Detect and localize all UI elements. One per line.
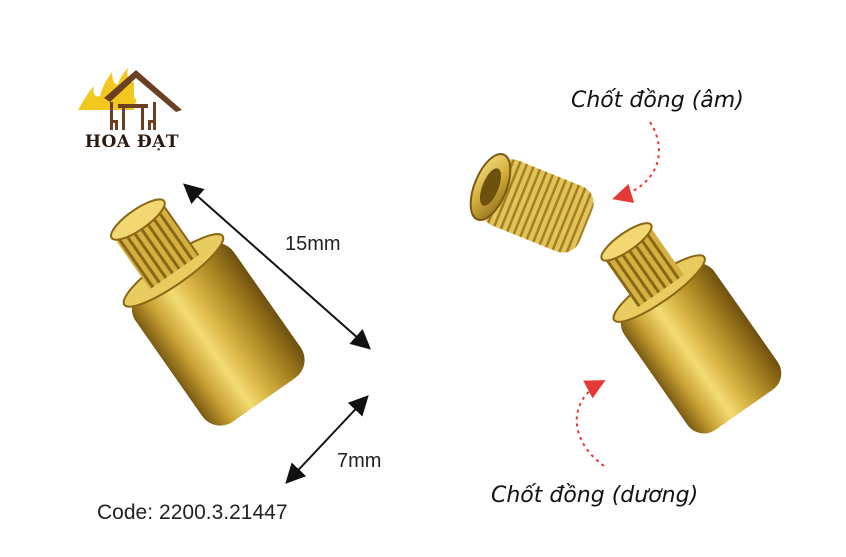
female-pin-label: Chốt đồng (âm) xyxy=(571,88,744,113)
product-code-label: Code: xyxy=(97,501,154,524)
brass-nut-female xyxy=(469,153,594,253)
male-callout-arrow xyxy=(575,380,606,467)
brass-pin-left xyxy=(110,198,305,426)
brass-pin-male xyxy=(600,222,782,434)
logo-brand-text: HOA ĐẠT xyxy=(84,132,180,152)
diameter-label: 7mm xyxy=(337,450,382,472)
length-dimension-line xyxy=(183,183,371,350)
product-code-value: 2200.3.21447 xyxy=(159,501,288,524)
house-chair-logo-icon xyxy=(78,68,182,130)
diameter-dimension-line xyxy=(285,395,369,484)
length-label: 15mm xyxy=(285,233,341,255)
male-pin-label: Chốt đồng (dương) xyxy=(491,483,699,508)
female-callout-arrow xyxy=(612,121,660,204)
logo xyxy=(74,62,186,158)
product-code: Code:2200.3.21447 xyxy=(97,501,288,525)
